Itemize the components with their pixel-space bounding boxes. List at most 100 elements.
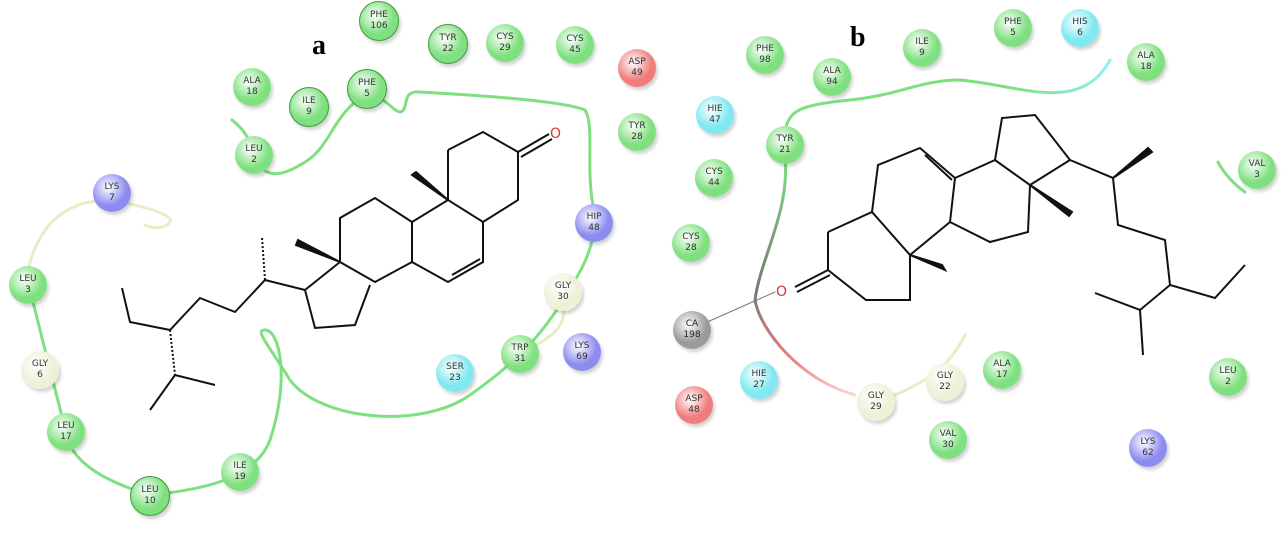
backbone-ribbon-a: [26, 90, 596, 497]
residue-number: 18: [246, 87, 258, 97]
residue-name: GLY: [554, 281, 572, 291]
residue-number: 30: [942, 440, 954, 450]
residue-number: 17: [60, 432, 72, 442]
residue-number: 5: [1010, 28, 1016, 38]
residue-name: SER: [446, 362, 464, 372]
residue-name: TYR: [776, 134, 794, 144]
residue-number: 45: [569, 45, 581, 55]
residue-name: ALA: [1137, 51, 1155, 61]
residue-number: 23: [449, 373, 461, 383]
residue-number: 19: [234, 472, 246, 482]
residue-number: 48: [588, 223, 600, 233]
residue-name: VAL: [939, 429, 957, 439]
residue-number: 3: [25, 285, 31, 295]
residue-number: 31: [514, 354, 526, 364]
residue-name: ALA: [243, 76, 261, 86]
residue-number: 7: [109, 193, 115, 203]
residue-number: 6: [1077, 28, 1083, 38]
residue-name: VAL: [1248, 159, 1266, 169]
residue-number: 5: [364, 89, 370, 99]
residue-number: 28: [685, 243, 697, 253]
residue-name: HIE: [707, 104, 723, 114]
residue-number: 106: [370, 21, 388, 31]
residue-number: 3: [1254, 170, 1260, 180]
residue-name: PHE: [756, 44, 774, 54]
residue-number: 29: [499, 43, 511, 53]
residue-name: ALA: [993, 359, 1011, 369]
residue-name: GLY: [31, 359, 49, 369]
residue-name: PHE: [358, 78, 376, 88]
residue-name: CYS: [705, 167, 723, 177]
backbone-ribbon-b: [704, 58, 1247, 397]
residue-name: HIE: [751, 369, 767, 379]
residue-name: ILE: [233, 461, 247, 471]
ligand-structure-b: [794, 113, 1246, 356]
residue-name: ILE: [302, 96, 316, 106]
residue-number: 62: [1142, 448, 1154, 458]
residue-name: CYS: [496, 32, 514, 42]
residue-name: ASP: [685, 394, 703, 404]
residue-number: 22: [939, 382, 951, 392]
residue-name: PHE: [1004, 17, 1022, 27]
residue-name: GLY: [867, 391, 885, 401]
panel-label-a: a: [312, 30, 326, 61]
residue-number: 94: [826, 77, 838, 87]
residue-number: 47: [709, 115, 721, 125]
residue-number: 22: [442, 44, 454, 54]
residue-number: 21: [779, 145, 791, 155]
residue-number: 6: [37, 370, 43, 380]
panel-label-b: b: [850, 22, 866, 53]
residue-number: 27: [753, 380, 765, 390]
residue-name: LYS: [104, 182, 120, 192]
residue-name: CYS: [566, 34, 584, 44]
residue-name: ASP: [628, 57, 646, 67]
residue-name: HIP: [586, 212, 602, 222]
residue-name: CA: [685, 319, 699, 329]
ligand-structure-a: [121, 130, 553, 411]
residue-name: ALA: [823, 66, 841, 76]
residue-number: 48: [688, 405, 700, 415]
residue-name: LYS: [1140, 437, 1156, 447]
residue-name: LEU: [141, 485, 159, 495]
residue-name: CYS: [682, 232, 700, 242]
residue-number: 10: [144, 496, 156, 506]
residue-number: 18: [1140, 62, 1152, 72]
residue-number: 30: [557, 292, 569, 302]
residue-number: 9: [919, 48, 925, 58]
residue-number: 29: [870, 402, 882, 412]
residue-number: 17: [996, 370, 1008, 380]
residue-name: ILE: [915, 37, 929, 47]
residue-name: LEU: [19, 274, 37, 284]
